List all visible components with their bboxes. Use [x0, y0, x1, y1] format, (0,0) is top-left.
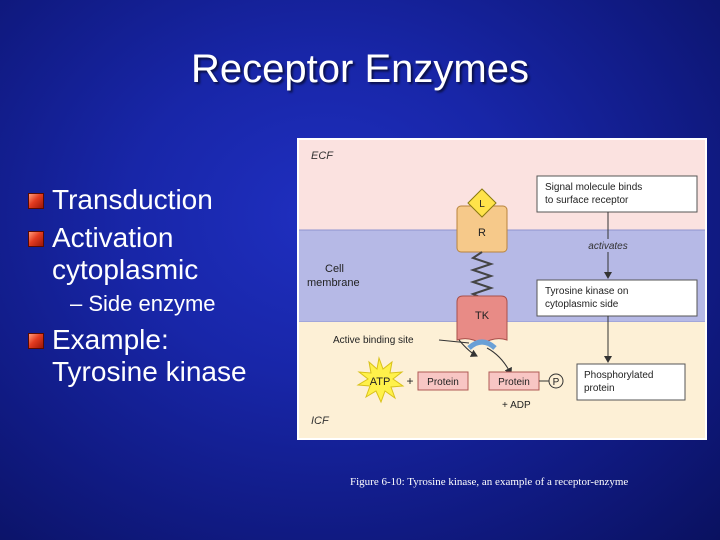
receptor-label: R — [478, 227, 486, 239]
atp-starburst-icon — [356, 356, 405, 404]
flow-step2-line2: cytoplasmic side — [545, 299, 619, 310]
phosphate-circle-icon — [548, 373, 564, 389]
flow-step3-line2: protein — [584, 383, 615, 394]
flow-step3-line1: Phosphorylated — [584, 370, 654, 381]
bullet-activation: Activation cytoplasmic — [26, 222, 288, 286]
plus-sign: + — [406, 374, 413, 388]
tk-domain — [456, 295, 508, 345]
ecf-label: ECF — [311, 150, 334, 162]
flow-step2-line1: Tyrosine kinase on — [545, 286, 628, 297]
bullet-square-icon — [28, 193, 44, 209]
icf-label: ICF — [311, 415, 330, 427]
ligand-label: L — [479, 199, 485, 210]
bullet-example: Example: Tyrosine kinase — [26, 324, 288, 388]
slide-title: Receptor Enzymes — [191, 47, 529, 91]
flow-step1-line2: to surface receptor — [545, 195, 629, 206]
bullet-square-icon — [28, 333, 44, 349]
active-site-icon — [467, 339, 497, 350]
receptor-enzyme-figure: ECF ICF Cell membrane R L TK Active bind… — [297, 138, 707, 440]
bullet-list: Transduction Activation cytoplasmic – Si… — [26, 184, 288, 394]
flow-step1-line1: Signal molecule binds — [545, 182, 642, 193]
phosphate-label: P — [553, 377, 560, 388]
protein-substrate-label: Protein — [427, 377, 459, 388]
tk-label: TK — [475, 310, 490, 322]
flow-step-tyrosine-kinase — [536, 279, 698, 317]
membrane-label-line1: Cell — [325, 263, 344, 275]
transmembrane-helix-icon — [469, 251, 495, 299]
membrane-label-line2: membrane — [307, 277, 360, 289]
activates-label: activates — [588, 241, 627, 252]
bullet-square-icon — [28, 231, 44, 247]
atp-label: ATP — [370, 376, 391, 388]
protein-substrate-box — [417, 371, 469, 391]
active-site-label: Active binding site — [333, 335, 414, 346]
adp-label: + ADP — [502, 400, 531, 411]
bullet-transduction: Transduction — [26, 184, 288, 216]
flow-step-phosphorylated-protein — [576, 363, 686, 401]
flow-step-signal-binding — [536, 175, 698, 213]
sub-bullet-side-enzyme: – Side enzyme — [70, 291, 216, 316]
protein-product-label: Protein — [498, 377, 530, 388]
figure-caption: Figure 6-10: Tyrosine kinase, an example… — [350, 476, 629, 488]
ligand-icon — [467, 188, 497, 218]
